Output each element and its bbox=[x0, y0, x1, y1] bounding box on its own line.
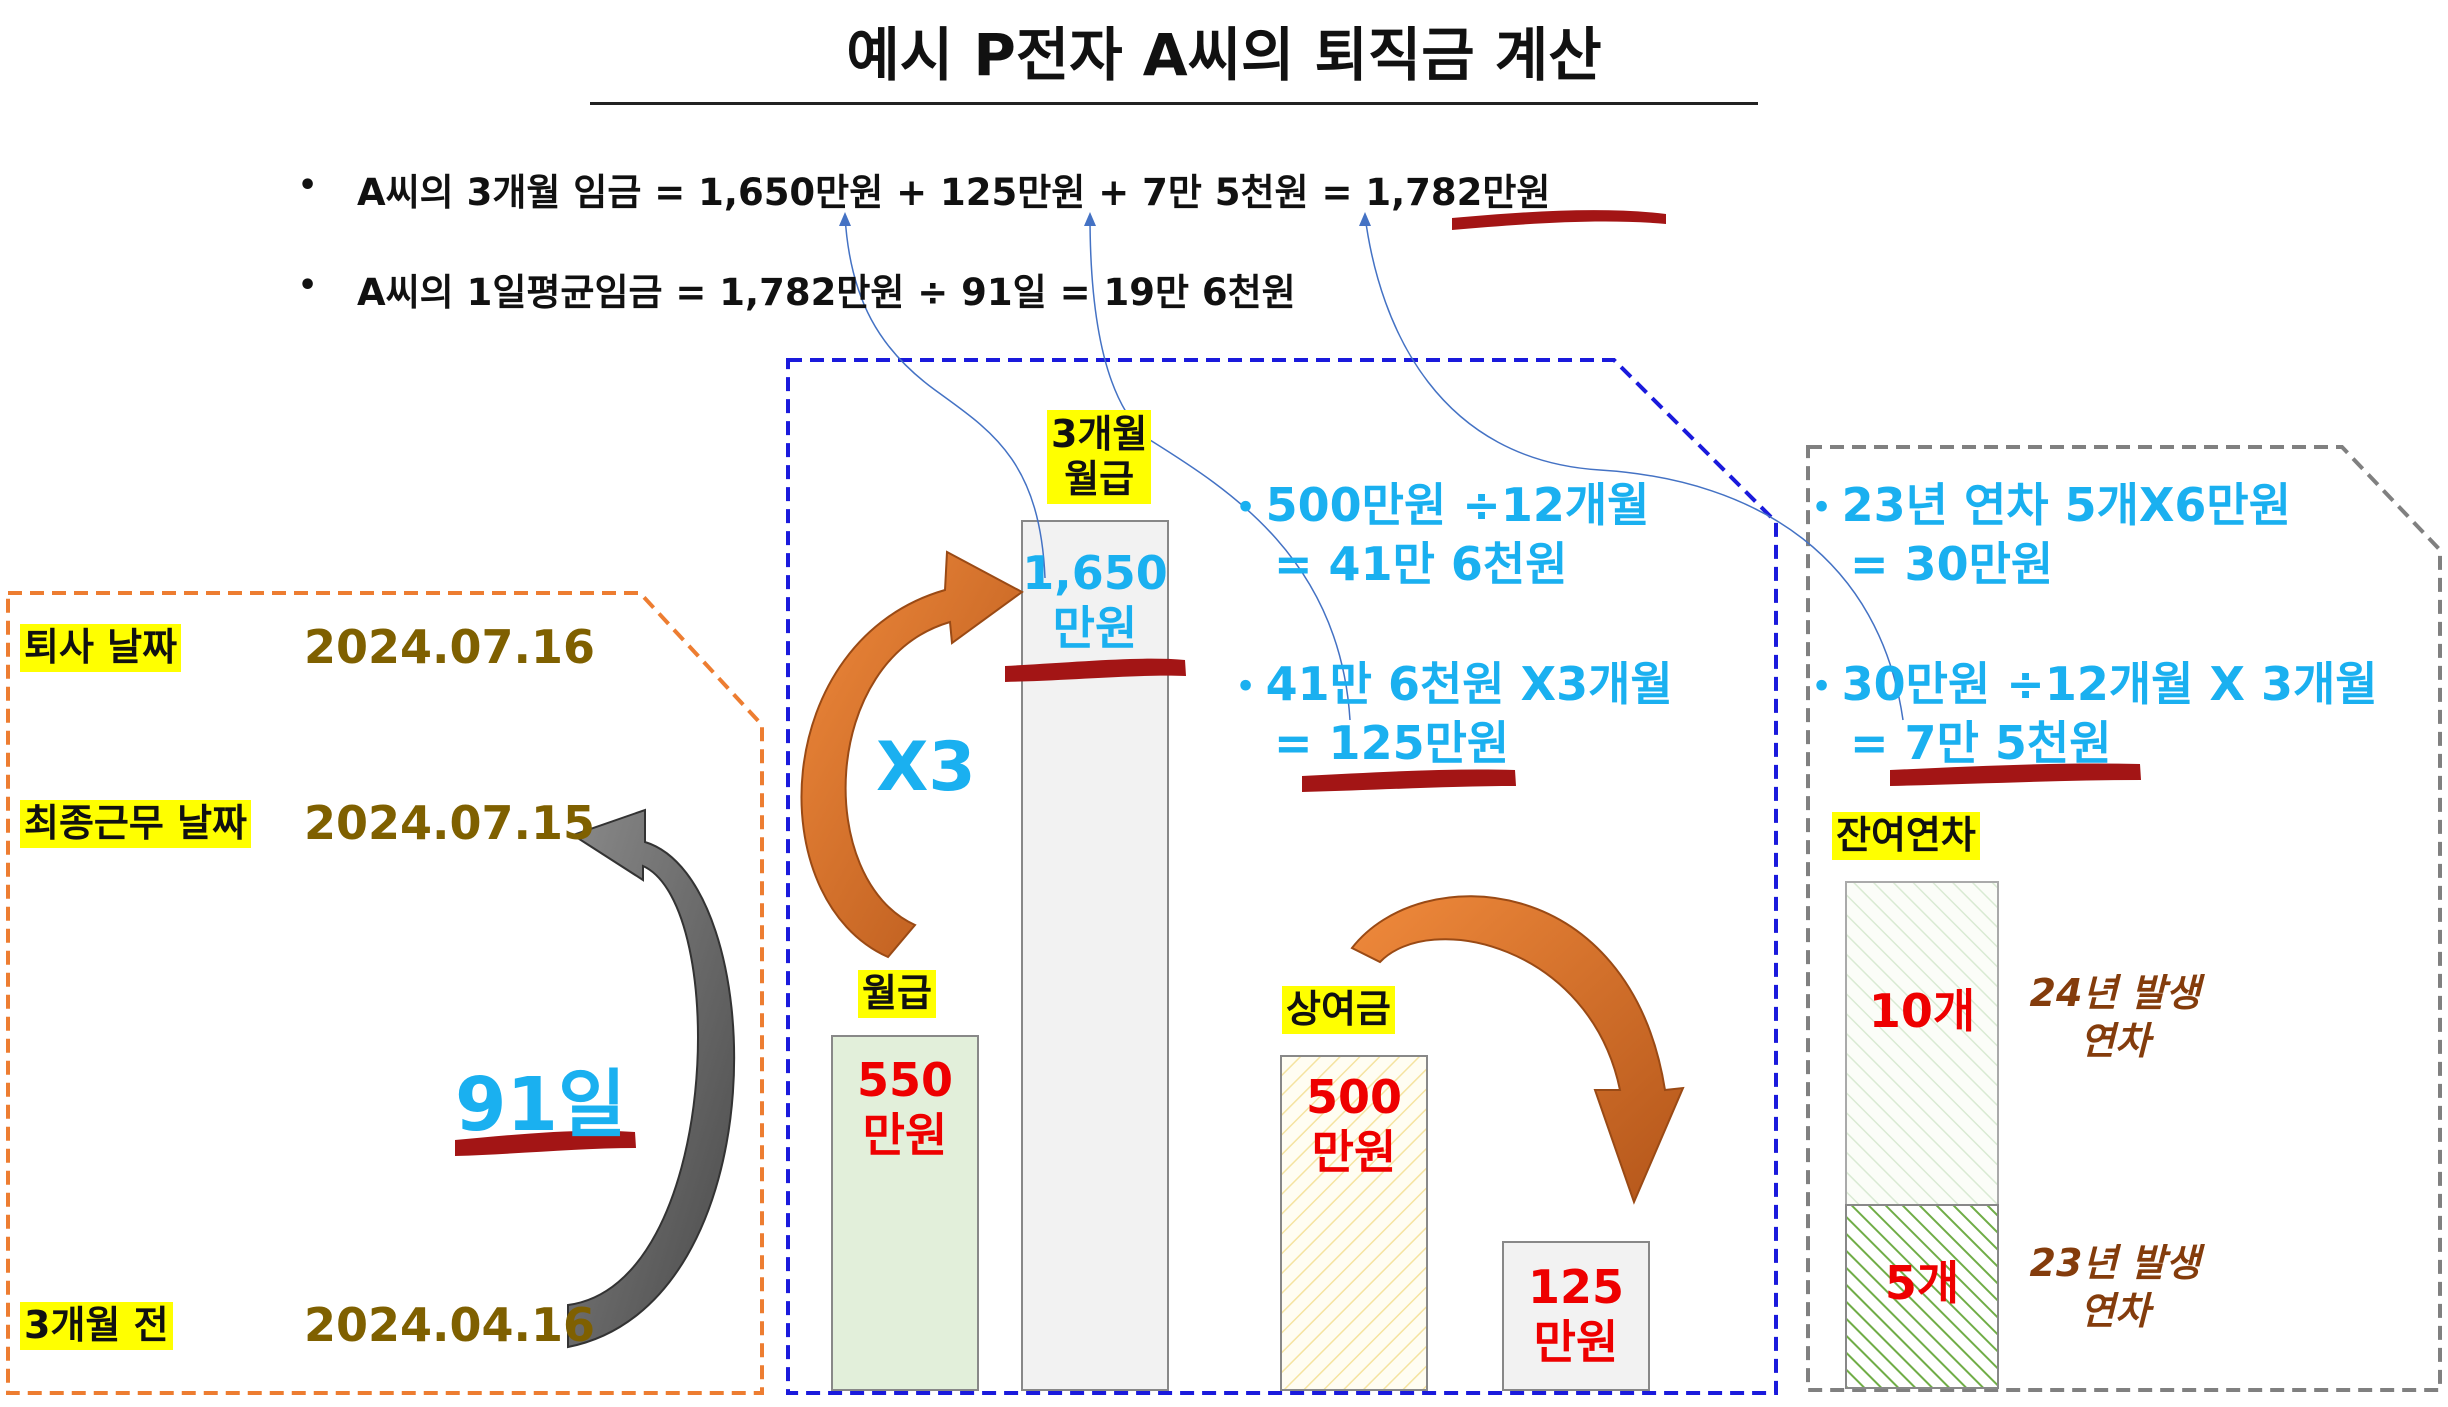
leave-note-2-line1: • 30만원 ÷12개월 X 3개월 bbox=[1812, 657, 2378, 711]
leave-note-2: • 30만원 ÷12개월 X 3개월 = 7만 5천원 bbox=[1812, 655, 2378, 773]
leave-note-1-line2: = 30만원 bbox=[1850, 536, 2054, 591]
formula-bullet-2: • bbox=[298, 268, 318, 303]
monthly-wage-label: 월급 bbox=[858, 970, 936, 1018]
underline-125 bbox=[1302, 769, 1516, 792]
monthly-wage-amount: 550 bbox=[856, 1053, 954, 1107]
leave-lower-bar bbox=[1845, 1204, 1999, 1389]
bonus-unit: 만원 bbox=[1311, 1125, 1397, 1180]
underline-1650 bbox=[1005, 658, 1186, 682]
bonus-value: 500 만원 bbox=[1281, 1070, 1427, 1180]
page-title: 예시 P전자 A씨의 퇴직금 계산 bbox=[846, 21, 1602, 89]
bonus-bar bbox=[1280, 1055, 1428, 1391]
leave-note-2-line2: = 7만 5천원 bbox=[1850, 715, 2112, 770]
bonus-result-unit: 만원 bbox=[1533, 1315, 1619, 1370]
bonus-note-1-line1: • 500만원 ÷12개월 bbox=[1236, 478, 1650, 532]
title-underline bbox=[590, 102, 1758, 105]
monthly-wage-unit: 만원 bbox=[862, 1108, 948, 1163]
underline-1782 bbox=[1452, 210, 1666, 230]
leave-lower-count: 5개 bbox=[1884, 1256, 1960, 1310]
leave-upper-desc-line2: 연차 bbox=[2080, 1018, 2150, 1063]
resign-date-label: 퇴사 날짜 bbox=[20, 624, 182, 672]
connector-line-1650 bbox=[844, 215, 1046, 579]
orange-bonus-arrow bbox=[1350, 895, 1685, 1205]
three-month-label-line1: 3개월 bbox=[1051, 412, 1148, 456]
bonus-result-value: 125 만원 bbox=[1503, 1260, 1649, 1370]
three-month-label-line2: 월급 bbox=[1064, 456, 1135, 501]
leave-lower-desc-line1: 23년 발생 bbox=[2029, 1241, 2201, 1285]
underline-75 bbox=[1890, 763, 2141, 786]
monthly-wage-value: 550 만원 bbox=[832, 1053, 978, 1163]
formula-line-2: A씨의 1일평균임금 = 1,782만원 ÷ 91일 = 19만 6천원 bbox=[357, 271, 1296, 314]
wage-panel-border bbox=[786, 358, 1778, 1395]
bonus-note-2-line1: • 41만 6천원 X3개월 bbox=[1236, 657, 1673, 711]
leave-lower-desc-line2: 연차 bbox=[2080, 1288, 2150, 1333]
three-month-wage-unit: 만원 bbox=[1052, 601, 1138, 656]
dates-panel-border bbox=[6, 591, 764, 1395]
bonus-result-bar bbox=[1502, 1241, 1650, 1391]
underline-91days bbox=[455, 1130, 636, 1156]
bonus-note-2: • 41만 6천원 X3개월 = 125만원 bbox=[1236, 655, 1673, 773]
bonus-result-amount: 125 bbox=[1527, 1260, 1625, 1314]
leave-note-1: • 23년 연차 5개X6만원 = 30만원 bbox=[1812, 476, 2291, 594]
connector-line-125 bbox=[1089, 215, 1351, 721]
three-months-ago-label: 3개월 전 bbox=[20, 1302, 173, 1350]
monthly-wage-bar bbox=[831, 1035, 979, 1391]
resign-date-value: 2024.07.16 bbox=[304, 620, 596, 674]
last-work-date-value: 2024.07.15 bbox=[304, 796, 596, 850]
leave-upper-count: 10개 bbox=[1868, 984, 1976, 1038]
bonus-note-2-line2: = 125만원 bbox=[1274, 715, 1510, 770]
multiplier-x3: X3 bbox=[876, 728, 976, 807]
connector-line-75 bbox=[1364, 215, 1904, 721]
days-total: 91일 bbox=[455, 1062, 627, 1148]
leave-panel-border bbox=[1806, 445, 2442, 1392]
three-month-wage-amount: 1,650 bbox=[1022, 546, 1168, 600]
gray-curved-arrow bbox=[567, 808, 736, 1349]
three-months-ago-value: 2024.04.16 bbox=[304, 1298, 596, 1352]
leave-upper-bar bbox=[1845, 881, 1999, 1206]
bonus-label: 상여금 bbox=[1282, 986, 1395, 1034]
leave-label: 잔여연차 bbox=[1832, 812, 1980, 860]
bonus-note-1-line2: = 41만 6천원 bbox=[1274, 536, 1568, 591]
formula-line-1: A씨의 3개월 임금 = 1,650만원 + 125만원 + 7만 5천원 = … bbox=[357, 171, 1551, 214]
last-work-date-label: 최종근무 날짜 bbox=[20, 800, 251, 848]
leave-lower-desc: 23년 발생 연차 bbox=[2010, 1240, 2220, 1335]
leave-upper-desc: 24년 발생 연차 bbox=[2010, 970, 2220, 1065]
formula-bullet-1: • bbox=[298, 168, 318, 203]
bonus-amount: 500 bbox=[1305, 1070, 1403, 1124]
bonus-note-1: • 500만원 ÷12개월 = 41만 6천원 bbox=[1236, 476, 1650, 594]
leave-upper-desc-line1: 24년 발생 bbox=[2029, 971, 2201, 1015]
orange-x3-arrow bbox=[800, 550, 1024, 959]
leave-note-1-line1: • 23년 연차 5개X6만원 bbox=[1812, 478, 2292, 532]
three-month-wage-label: 3개월 월급 bbox=[1047, 410, 1152, 504]
three-month-wage-value: 1,650 만원 bbox=[1022, 546, 1168, 656]
